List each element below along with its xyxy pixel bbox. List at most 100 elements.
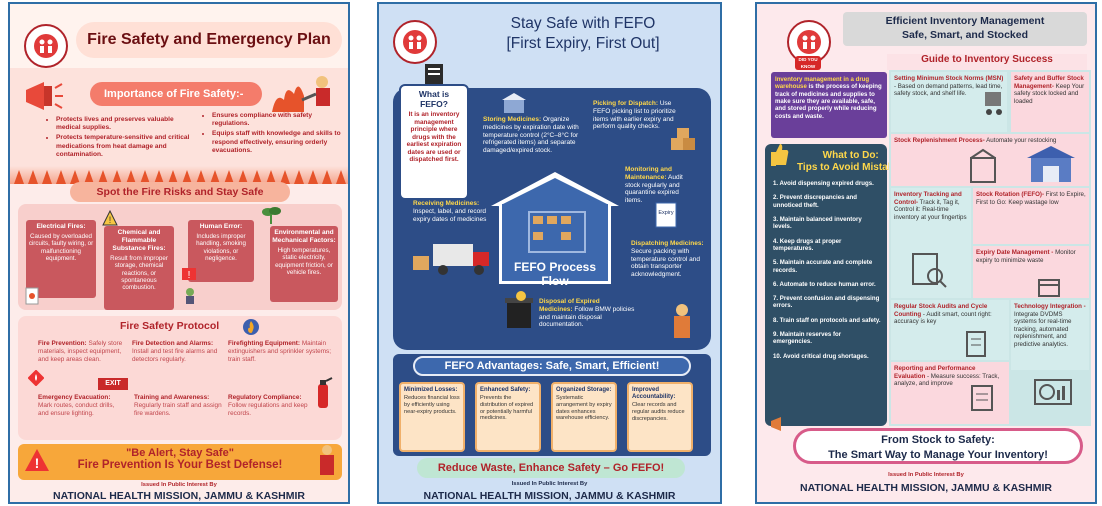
protocol-item-title: Fire Detection and Alarms:: [132, 340, 214, 347]
risk-title: Environmental and Mechanical Factors:: [272, 229, 336, 244]
todo-list: 1. Avoid dispensing expired drugs. 2. Pr…: [773, 180, 881, 367]
tip-text: Automate your restocking: [986, 137, 1057, 144]
worker-icon: [674, 304, 690, 338]
issued-by: Issued In Public Interest By: [888, 472, 964, 478]
protocol-item-title: Emergency Evacuation:: [38, 394, 111, 401]
tip-text: - Based on demand patterns, lead time, s…: [894, 82, 1003, 98]
protocol-item-text: Install and test fire alarms and detecto…: [132, 347, 218, 363]
todo-title-line: What to Do:: [822, 150, 879, 161]
flow-step-text: Secure packing with temperature control …: [631, 247, 701, 279]
risk-text: Result from improper storage, chemical r…: [110, 254, 168, 292]
person-alert-icon: !: [182, 268, 196, 304]
todo-title: What to Do: Tips to Avoid Mistakes: [797, 150, 904, 174]
advantage-text: Clear records and regular audits reduce …: [632, 402, 685, 422]
guide-title: Guide to Inventory Success: [887, 54, 1087, 70]
issued-by: Issued In Public Interest By: [141, 482, 217, 488]
flow-step-title: Picking for Dispatch:: [593, 100, 659, 107]
tip-title: Stock Replenishment Process-: [894, 137, 985, 144]
svg-text:!: !: [109, 215, 112, 225]
flow-step-title: Dispatching Medicines:: [631, 240, 704, 247]
flow-step-title: Monitoring and Maintenance:: [625, 166, 672, 181]
importance-title: Importance of Fire Safety:-: [90, 82, 262, 106]
tip-cell: Inventory Tracking and Control- Track it…: [891, 188, 971, 298]
flow-step: Monitoring and Maintenance: Audit stock …: [625, 166, 695, 205]
process-flow-label: FEFO Process Flow: [513, 260, 597, 288]
tip-title: Reporting and Performance Evaluation: [894, 365, 976, 380]
tip-cell: Reporting and Performance Evaluation - M…: [891, 362, 1009, 424]
tip-cell: Regular Stock Audits and Cycle Counting …: [891, 300, 1009, 360]
warning-icon: !: [102, 210, 118, 226]
risk-title: Human Error:: [199, 223, 243, 230]
tip-title: Inventory Tracking and Control-: [894, 191, 962, 206]
protocol-item: Firefighting Equipment: Maintain extingu…: [228, 340, 336, 363]
fire-extinguisher-icon: [318, 377, 333, 408]
advantage-text: Reduces financial loss by efficiently us…: [404, 395, 460, 415]
protocol-panel: [18, 316, 342, 440]
risk-card: Electrical Fires: Caused by overloaded c…: [26, 220, 96, 298]
plant-icon: [262, 207, 281, 224]
risk-title: Chemical and Flammable Substance Fires:: [112, 229, 166, 252]
flow-step-title: Disposal of Expired Medicines:: [539, 298, 600, 313]
inventory-poster: Efficient Inventory Management Safe, Sma…: [755, 2, 1097, 504]
tip-text: - Measure success: Track, analyze, and i…: [894, 372, 1000, 388]
todo-item: 6. Automate to reduce human error.: [773, 280, 876, 288]
fefo-poster: Stay Safe with FEFO [First Expiry, First…: [377, 2, 722, 504]
tip-text: Track it, Tag it, Control it: Real-time …: [894, 198, 967, 221]
advantage-text: Systematic arrangement by expiry dates e…: [556, 395, 612, 422]
fire-safety-poster: Fire Safety and Emergency Plan Importanc…: [8, 2, 350, 504]
protocol-item-text: Regularly train staff and assign fire wa…: [134, 401, 222, 417]
importance-list-left: Protects lives and preserves valuable me…: [48, 116, 198, 161]
importance-item: Ensures compliance with safety regulatio…: [212, 112, 344, 128]
importance-item: Protects lives and preserves valuable me…: [56, 116, 198, 132]
tip-cell: Technology Integration - Integrate DVDMS…: [1011, 300, 1089, 370]
disposal-bin-icon: [505, 291, 533, 328]
footer-organization: NATIONAL HEALTH MISSION, JAMMU & KASHMIR: [53, 490, 305, 502]
report-clipboard-icon: [971, 385, 993, 411]
importance-list-right: Ensures compliance with safety regulatio…: [204, 112, 344, 157]
what-text: It is an inventory management principle …: [406, 111, 462, 164]
title-line: Safe, Smart, and Stocked: [901, 29, 1029, 42]
protocol-item-text: Safely store materials, inspect equipmen…: [38, 340, 123, 363]
fire-icon: [243, 319, 259, 335]
flow-step: Disposal of Expired Medicines: Follow BM…: [539, 298, 635, 329]
advantage-title: Improved Accountability:: [632, 387, 676, 401]
expiry-box-icon: [655, 202, 677, 228]
protocol-item: Training and Awareness: Regularly train …: [134, 394, 224, 417]
analytics-monitor-icon: [1034, 379, 1072, 405]
footer-organization: NATIONAL HEALTH MISSION, JAMMU & KASHMIR: [800, 482, 1052, 494]
todo-title-line: Tips to Avoid Mistakes: [797, 162, 905, 173]
tip-title: Expiry Date Management -: [976, 249, 1054, 256]
advantage-text: Prevents the distribution of expired or …: [480, 395, 534, 422]
advantage-title: Enhanced Safety:: [480, 387, 531, 393]
title-line: [First Expiry, First Out]: [506, 35, 660, 53]
nhm-logo-icon: [393, 20, 437, 64]
megaphone-icon: [771, 417, 781, 431]
intro-highlight: Inventory management in a drug warehouse: [775, 76, 870, 91]
tip-title: Regular Stock Audits and Cycle Counting: [894, 303, 988, 318]
electric-plug-icon: [25, 287, 39, 305]
thumbs-up-icon: [771, 144, 789, 166]
advantages-title: FEFO Advantages: Safe, Smart, Efficient!: [413, 356, 691, 376]
flame-divider: [10, 166, 348, 184]
flow-step-text: Audit stock regularly and quarantine exp…: [625, 173, 683, 205]
protocol-item-text: Maintain extinguishers and sprinkler sys…: [228, 340, 332, 363]
replenish-boxes-icon: [970, 148, 996, 183]
risk-card: Chemical and Flammable Substance Fires: …: [104, 226, 174, 310]
advantage-card: Minimized Losses:Reduces financial loss …: [399, 382, 465, 452]
what-title: What is FEFO?: [418, 89, 450, 110]
risk-card: Environmental and Mechanical Factors: Hi…: [270, 226, 338, 302]
intro-box: Inventory management in a drug warehouse…: [771, 72, 887, 138]
boxes-icon: [671, 128, 695, 150]
todo-item: 1. Avoid dispensing expired drugs.: [773, 180, 874, 187]
tip-cell: Expiry Date Management - Monitor expiry …: [973, 246, 1089, 298]
protocol-title: Fire Safety Protocol: [120, 320, 220, 332]
intro-text: is the process of keeping track of medic…: [775, 83, 882, 120]
clipboard-icon: [425, 64, 443, 86]
tip-text: First to Expire, First to Go: Keep wasta…: [976, 191, 1086, 206]
title-line: Stay Safe with FEFO: [510, 15, 656, 32]
tracking-magnifier-icon: [912, 253, 947, 288]
flow-step-title: Receiving Medicines:: [413, 200, 480, 207]
flow-step-text: Follow BMW policies and maintain disposa…: [539, 305, 635, 329]
tip-text: Monitor expiry to minimize waste: [976, 249, 1076, 264]
flammable-icon: [28, 370, 44, 386]
